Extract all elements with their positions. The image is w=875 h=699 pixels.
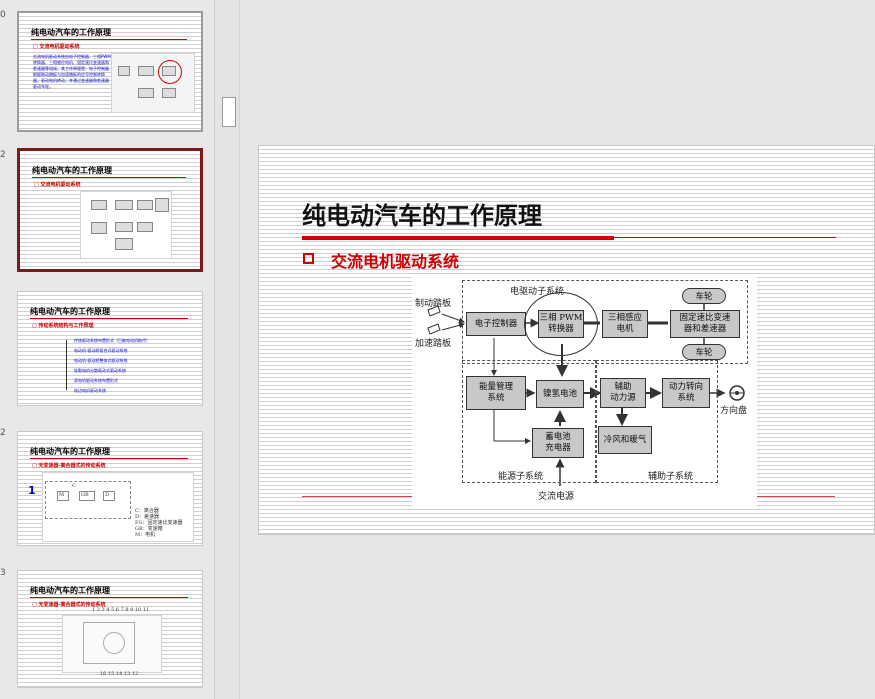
thumbnail-list-item: 轮边电机驱动系统 (74, 388, 106, 393)
thumbnail-title: 纯电动汽车的工作原理 (32, 165, 112, 175)
ac-source-label: 交流电源 (538, 492, 575, 502)
title-underline-rule (614, 237, 836, 238)
slide-thumbnail-1[interactable]: 纯电动汽车的工作原理 □ 交流电机驱动系统 交流电机驱动系统由电子控制器、三相P… (17, 11, 203, 132)
wheel-top-box[interactable]: 车轮 (682, 288, 726, 304)
controller-box[interactable]: 电子控制器 (466, 312, 526, 336)
thumbnail-divider (30, 318, 188, 319)
thumbnail-list-item: 电动机-驱动桥整体式驱动系统 (74, 358, 128, 363)
slide-subtitle[interactable]: 交流电机驱动系统 (331, 252, 460, 271)
hvac-box[interactable]: 冷风和暖气 (598, 426, 652, 454)
main-slide-canvas[interactable]: 纯电动汽车的工作原理 交流电机驱动系统 (258, 145, 875, 535)
energy-subsystem-group (462, 360, 596, 483)
slide-number-label: 3 (0, 568, 6, 578)
slide-number-label: 2 (0, 428, 6, 438)
slide-number-label: 2 (0, 150, 6, 160)
thumbnail-subtitle: □ 传动系统结构与工作原理 (32, 323, 94, 329)
induction-motor-box[interactable]: 三相感应 电机 (602, 310, 648, 338)
thumbnail-divider (30, 458, 188, 459)
slide-thumbnail-5[interactable]: 纯电动汽车的工作原理 □ 无变速器-离合器式的传动系统 1 2 3 4 5 6 … (17, 570, 203, 688)
pwm-highlight-ellipse (524, 292, 598, 356)
thumbnail-title: 纯电动汽车的工作原理 (30, 306, 110, 316)
charger-box[interactable]: 蓄电池 充电器 (532, 428, 584, 458)
thumbnail-scrollbar-thumb[interactable] (222, 97, 236, 127)
thumbnail-body-text: 交流电机驱动系统由电子控制器、三相PWM转换器、三相感应电机、固定速比变速器和差… (33, 54, 111, 89)
thumbnail-title: 纯电动汽车的工作原理 (31, 27, 111, 37)
thumbnail-diagram: M GB D C C：离合器 D：差速器 FG：固定速比变速器 GB：变速箱 M… (42, 472, 194, 542)
drive-subsystem-group (462, 280, 748, 364)
thumbnail-marker: 1 (28, 484, 36, 497)
thumbnail-subtitle: □ 交流电机驱动系统 (34, 182, 81, 188)
brake-pedal-label: 制动踏板 (415, 299, 452, 309)
slide-thumbnail-2[interactable]: 纯电动汽车的工作原理 □ 交流电机驱动系统 (17, 148, 203, 272)
power-steering-box[interactable]: 动力转向 系统 (662, 378, 710, 408)
slide-thumbnail-3[interactable]: 纯电动汽车的工作原理 □ 传动系统结构与工作原理 传统驱动系统布置形式（已被电动… (17, 291, 203, 406)
thumbnail-subtitle: □ 交流电机驱动系统 (33, 44, 80, 50)
thumbnail-subtitle: □ 无变速器-离合器式的传动系统 (32, 463, 106, 469)
aux-power-box[interactable]: 辅助 动力源 (600, 378, 646, 408)
square-bullet-icon (303, 253, 314, 264)
wheel-bottom-box[interactable]: 车轮 (682, 344, 726, 360)
pwm-converter-box[interactable]: 三相 PWM 转换器 (538, 310, 584, 338)
battery-box[interactable]: 镍氢电池 (536, 380, 584, 408)
thumbnail-drawing (62, 615, 162, 673)
thumbnail-divider (32, 177, 186, 178)
steering-wheel-label: 方向盘 (720, 406, 748, 416)
slide-number-label: 0 (0, 10, 6, 20)
aux-subsystem-label: 辅助子系统 (648, 472, 694, 482)
thumbnail-divider (30, 597, 188, 598)
thumbnail-divider (31, 39, 187, 40)
slide-title[interactable]: 纯电动汽车的工作原理 (302, 201, 542, 230)
thumbnail-list-item: 电动机-驱动桥组合式驱动系统 (74, 348, 128, 353)
slide-thumbnail-panel: 0 纯电动汽车的工作原理 □ 交流电机驱动系统 交流电机驱动系统由电子控制器、三… (0, 0, 214, 699)
transmission-box[interactable]: 固定速比变速 器和差速器 (670, 310, 740, 338)
thumbnail-bracket (66, 340, 67, 390)
drive-subsystem-label: 电驱动子系统 (510, 287, 565, 297)
energy-management-box[interactable]: 能量管理 系统 (466, 376, 526, 410)
thumbnail-diagram (111, 53, 195, 113)
energy-subsystem-label: 能源子系统 (498, 472, 544, 482)
thumbnail-list-item: 轮毂电机分散驱动式驱动系统 (74, 368, 126, 373)
title-underline-bar (302, 236, 614, 240)
drive-system-diagram[interactable]: 电驱动子系统 制动踏板 加速踏板 电子控制器 三相 PWM 转换器 三相感应 电… (412, 276, 757, 509)
thumbnail-subtitle: □ 无变速器-离合器式的传动系统 (32, 602, 106, 608)
aux-subsystem-group (596, 360, 718, 483)
accel-pedal-label: 加速踏板 (415, 339, 452, 349)
thumbnail-number-row: 16 15 14 13 12 (100, 671, 139, 677)
thumbnail-list-item: 传统驱动系统布置形式（已被电动机取代） (74, 338, 150, 343)
thumbnail-title: 纯电动汽车的工作原理 (30, 446, 110, 456)
slide-thumbnail-4[interactable]: 纯电动汽车的工作原理 □ 无变速器-离合器式的传动系统 1 M GB D C C… (17, 431, 203, 546)
thumbnail-number-row: 1 2 3 4 5 6 7 8 9 10 11 (92, 607, 150, 613)
thumbnail-diagram (80, 191, 172, 259)
thumbnail-list-item: 双电机驱动系统布置形式 (74, 378, 118, 383)
thumbnail-title: 纯电动汽车的工作原理 (30, 585, 110, 595)
